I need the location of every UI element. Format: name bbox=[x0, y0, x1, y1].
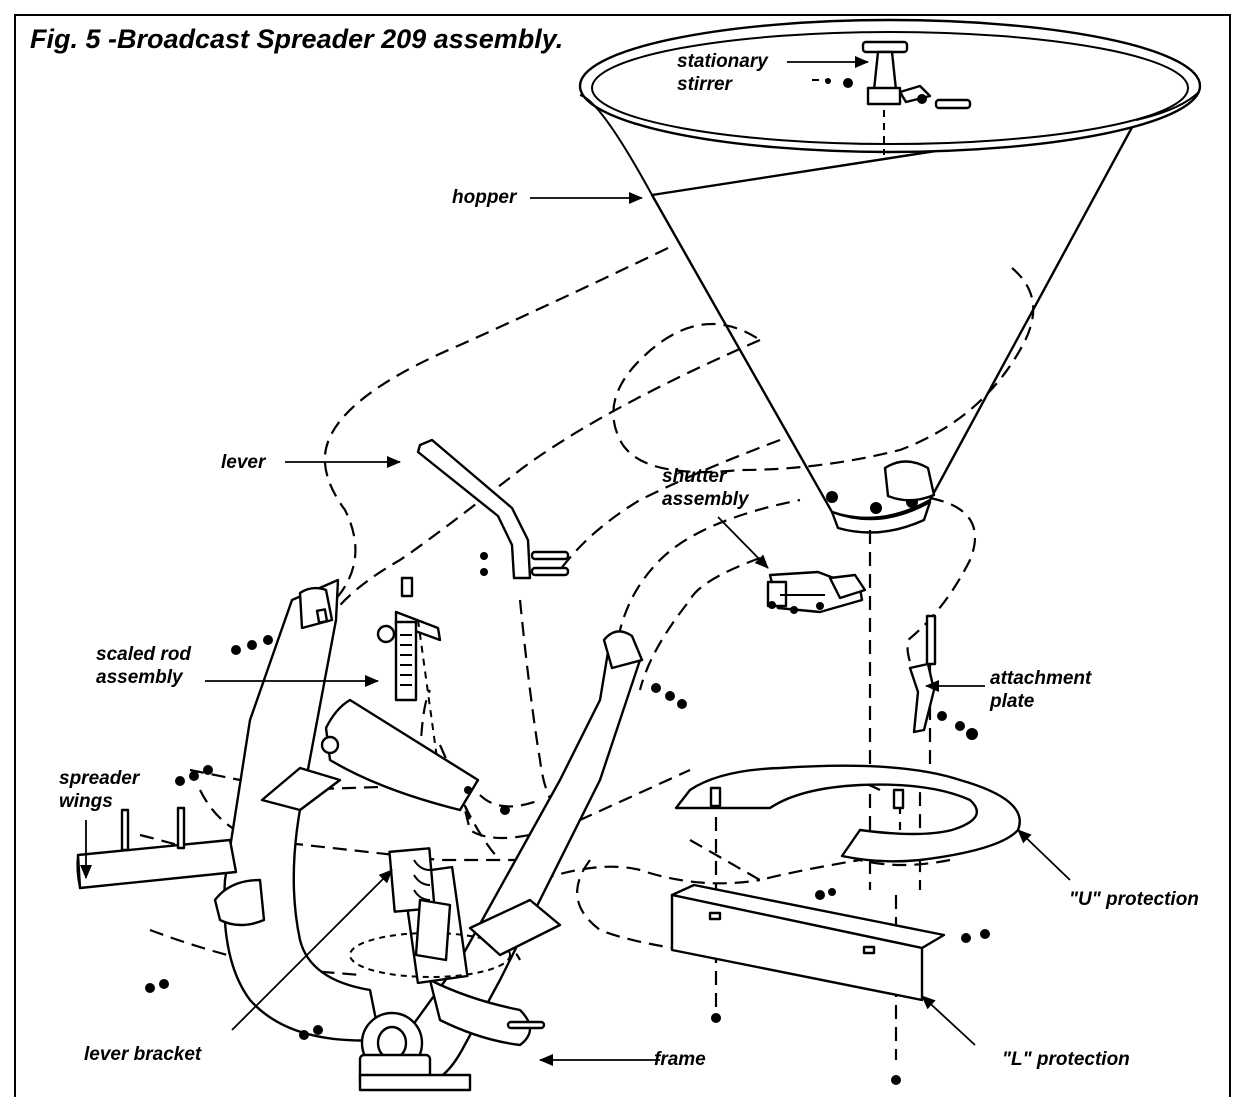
label-stationary-stirrer-line2: stirrer bbox=[677, 74, 732, 95]
label-u-protection: "U" protection bbox=[1069, 889, 1199, 910]
label-stationary-stirrer: stationary stirrer bbox=[677, 50, 768, 96]
label-attachment-plate-line2: plate bbox=[990, 691, 1035, 712]
label-scaled-rod-assembly-line2: assembly bbox=[96, 667, 183, 688]
figure-border bbox=[14, 14, 1231, 1097]
lever-drawing bbox=[416, 438, 570, 580]
label-spreader-wings-line2: wings bbox=[59, 791, 113, 812]
label-lever-bracket: lever bracket bbox=[84, 1044, 202, 1065]
label-spreader-wings-line1: spreader bbox=[59, 768, 140, 789]
label-scaled-rod-assembly: scaled rod assembly bbox=[96, 643, 191, 689]
label-stationary-stirrer-line1: stationary bbox=[677, 51, 768, 72]
spreader-wings-drawing bbox=[76, 765, 562, 957]
label-scaled-rod-assembly-line1: scaled rod bbox=[96, 644, 192, 665]
label-l-protection: "L" protection bbox=[1002, 1049, 1130, 1070]
stationary-stirrer-drawing bbox=[812, 40, 972, 155]
arrow-lever-bracket bbox=[231, 869, 393, 1031]
u-protection-drawing bbox=[674, 764, 1021, 863]
label-shutter-assembly-line1: shutter bbox=[662, 466, 727, 487]
label-attachment-plate: attachment plate bbox=[990, 667, 1091, 713]
scaled-rod-assembly-drawing bbox=[376, 576, 442, 781]
label-lever: lever bbox=[221, 452, 266, 473]
shutter-assembly-drawing bbox=[766, 570, 867, 614]
label-shutter-assembly: shutter assembly bbox=[662, 465, 749, 511]
arrow-u-protection bbox=[1017, 829, 1071, 881]
frame-drawing bbox=[145, 578, 687, 1092]
figure-title: Fig. 5 -Broadcast Spreader 209 assembly. bbox=[30, 24, 564, 54]
arrow-shutter-assembly bbox=[717, 516, 769, 569]
arrow-l-protection bbox=[921, 995, 976, 1046]
label-shutter-assembly-line2: assembly bbox=[662, 489, 749, 510]
label-frame: frame bbox=[654, 1049, 706, 1070]
attachment-plate-drawing bbox=[908, 614, 978, 740]
lever-bracket-drawing bbox=[388, 847, 452, 962]
label-attachment-plate-line1: attachment bbox=[990, 668, 1092, 689]
label-spreader-wings: spreader wings bbox=[59, 767, 139, 813]
label-hopper: hopper bbox=[452, 187, 517, 208]
pointer-arrows bbox=[80, 56, 1071, 1066]
l-protection-drawing bbox=[670, 883, 990, 1085]
